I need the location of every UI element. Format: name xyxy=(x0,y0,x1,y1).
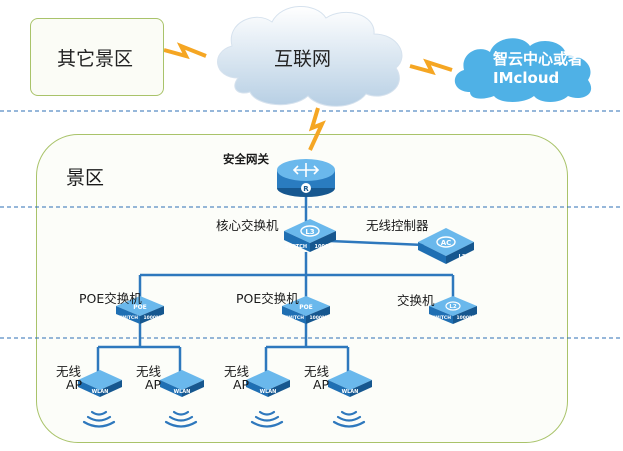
router-icon xyxy=(277,159,335,197)
poe-switch-2-label: POE交换机 xyxy=(236,291,299,306)
poe1-badge: POE xyxy=(133,304,147,311)
ap4-tag: WLAN xyxy=(342,389,359,395)
lightning-internet-gateway xyxy=(308,107,326,151)
ap1-label-line1: 无线 xyxy=(56,364,82,379)
network-links xyxy=(96,196,455,372)
lightning-internet-cloud xyxy=(409,58,453,76)
imcloud-shape xyxy=(454,38,592,102)
internet-cloud-shape xyxy=(217,5,403,107)
gateway-label: 安全网关 xyxy=(223,152,269,166)
access-point-2-icon xyxy=(160,370,204,397)
cloud-center-label: 智云中心或者 xyxy=(493,50,584,68)
poe2-tag2: 1000M xyxy=(309,315,327,321)
gateway-badge: R xyxy=(303,185,309,193)
wireless-controller-icon xyxy=(418,228,474,264)
core-tag1: SWITCH xyxy=(285,244,307,250)
access-point-3-icon xyxy=(246,370,290,397)
poe2-badge: POE xyxy=(299,304,313,311)
other-scenic-area: 其它景区 xyxy=(30,18,164,96)
access-point-1-icon xyxy=(78,370,122,397)
ap1-tag: WLAN xyxy=(92,389,109,395)
other-area-label: 其它景区 xyxy=(57,48,134,70)
wireless-controller-label: 无线控制器 xyxy=(366,218,429,233)
sw-tag1: SWITCH xyxy=(431,315,451,321)
wifi-signal-2-icon xyxy=(164,410,198,428)
poe1-tag2: 1000M xyxy=(143,315,161,321)
wifi-signal-1-icon xyxy=(82,410,116,428)
poe-switch-1-icon xyxy=(116,296,164,324)
core-tag2: 1000M xyxy=(315,244,334,250)
core-switch-icon xyxy=(284,219,336,252)
poe2-tag1: SWITCH xyxy=(284,315,304,321)
ap3-tag: WLAN xyxy=(260,389,277,395)
ap2-label-line1: 无线 xyxy=(136,364,162,379)
ap1-label-line2: AP xyxy=(66,377,83,392)
sw-badge: L2 xyxy=(449,304,457,310)
ap2-tag: WLAN xyxy=(174,389,191,395)
wifi-signal-4-icon xyxy=(332,410,366,428)
poe-switch-2-icon xyxy=(282,296,330,324)
wifi-signal-3-icon xyxy=(250,410,284,428)
lightning-other-internet xyxy=(163,42,207,60)
access-point-4-icon xyxy=(328,370,372,397)
imcloud-label: IMcloud xyxy=(493,69,560,87)
ap4-label-line1: 无线 xyxy=(304,364,330,379)
ap4-label-line2: AP xyxy=(313,377,330,392)
poe-switch-1-label: POE交换机 xyxy=(79,291,142,306)
switch-icon xyxy=(429,296,477,324)
ap3-label-line2: AP xyxy=(233,377,250,392)
sw-tag2: 1000M xyxy=(456,315,474,321)
core-badge: L3 xyxy=(305,228,314,236)
wifi-signal-icons xyxy=(82,410,366,428)
switch-label: 交换机 xyxy=(397,293,435,308)
ac-badge: AC xyxy=(441,239,452,247)
poe1-tag1: SWITCH xyxy=(118,315,138,321)
core-switch-label: 核心交换机 xyxy=(216,218,279,233)
scenic-area-title: 景区 xyxy=(66,167,105,189)
ap3-label-line1: 无线 xyxy=(224,364,250,379)
ac-tag1: L3 xyxy=(459,254,466,260)
internet-label: 互联网 xyxy=(274,48,332,70)
ap2-label-line2: AP xyxy=(145,377,162,392)
